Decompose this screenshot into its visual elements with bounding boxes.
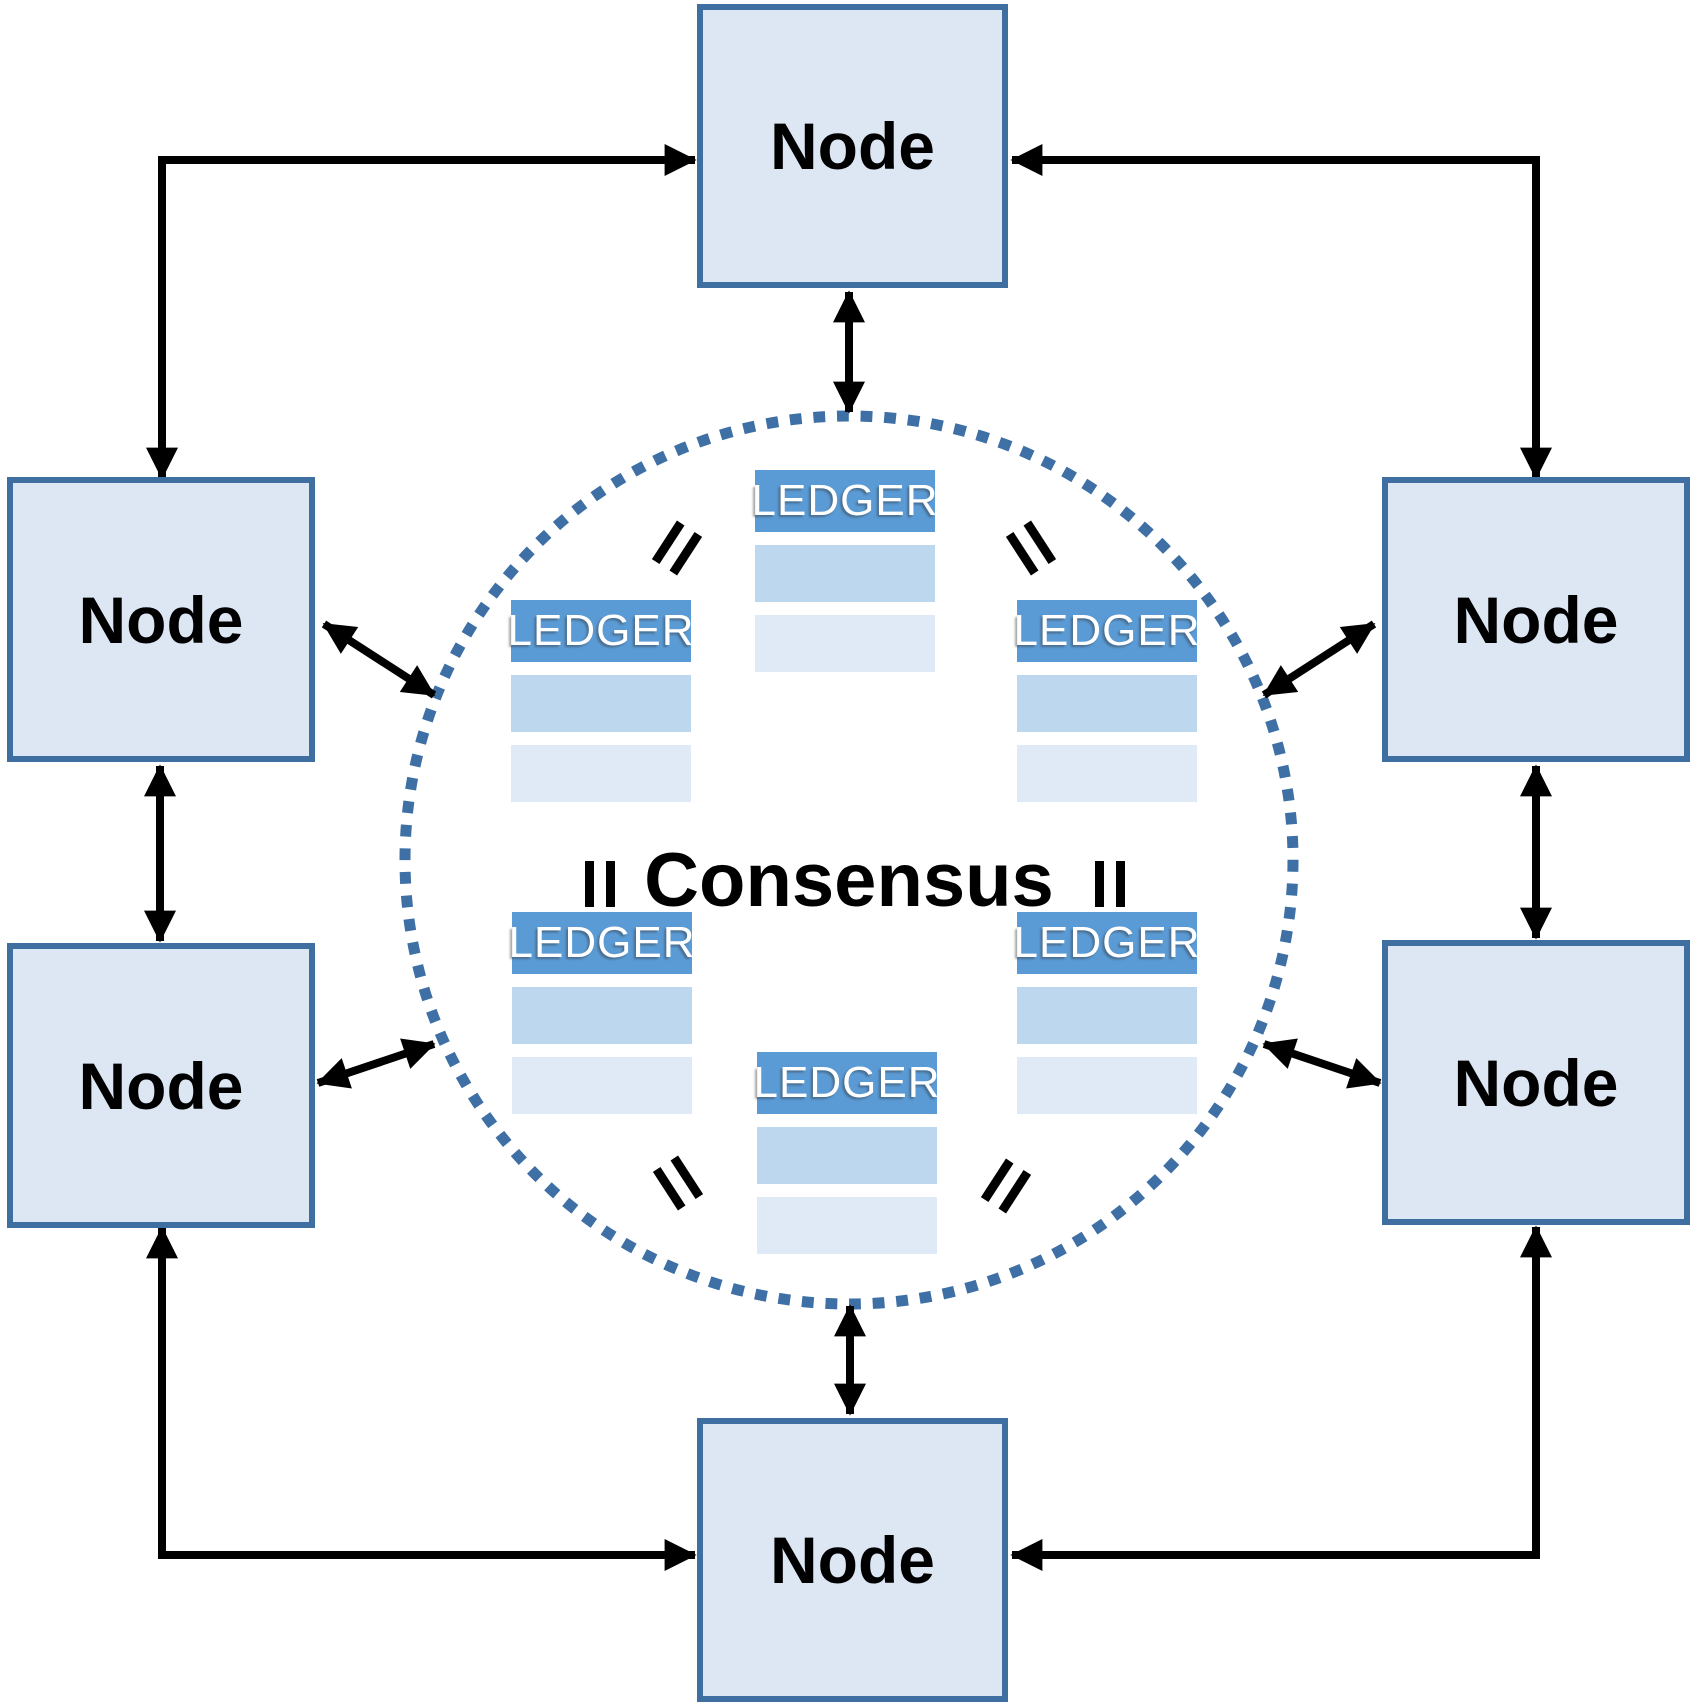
node-box-top: Node (697, 4, 1008, 288)
ledger-row (755, 615, 935, 672)
ledger-title: LEDGER (508, 918, 696, 967)
ledger-title: LEDGER (1013, 606, 1201, 655)
ledger-header: LEDGER (509, 912, 694, 974)
ledger-row (1017, 675, 1197, 732)
ledger-table-upper-right: LEDGER (1014, 600, 1199, 815)
ledger-row (1017, 1057, 1197, 1114)
ledger-table-lower-right: LEDGER (1014, 912, 1199, 1127)
ledger-row (511, 675, 691, 732)
ledger-title: LEDGER (1013, 918, 1201, 967)
ledger-table-lower-left: LEDGER (509, 912, 694, 1127)
arrow-top-left-corner (146, 144, 697, 480)
ledger-table-bottom-center: LEDGER (754, 1052, 939, 1267)
arrow-lower-left-node-to-circle (316, 1038, 436, 1089)
arrow-bottom-right-corner (1010, 1225, 1552, 1571)
ledger-header: LEDGER (752, 470, 937, 532)
ledger-header: LEDGER (1014, 600, 1199, 662)
ledger-row (512, 1057, 692, 1114)
consensus-label: Consensus (644, 838, 1054, 923)
node-label: Node (770, 1523, 935, 1597)
arrow-bottom-left-corner (146, 1226, 697, 1571)
arrow-upper-left-node-to-circle (321, 620, 437, 699)
ledger-row (757, 1197, 937, 1254)
node-label: Node (78, 582, 244, 657)
ledger-title: LEDGER (507, 606, 695, 655)
ledger-title: LEDGER (751, 476, 939, 525)
ledger-row (757, 1127, 937, 1184)
arrow-lower-right-node-to-circle (1262, 1038, 1382, 1089)
ledger-row (512, 987, 692, 1044)
node-box-lower-right: Node (1382, 940, 1690, 1225)
node-box-upper-right: Node (1382, 477, 1690, 762)
ledger-table-upper-left: LEDGER (508, 600, 693, 815)
arrow-top-right-corner (1010, 144, 1552, 480)
ledger-table-top-center: LEDGER (752, 470, 937, 685)
node-box-bottom: Node (697, 1418, 1008, 1702)
ledger-row (755, 545, 935, 602)
node-label: Node (78, 1048, 244, 1123)
consensus-circle-border (399, 410, 1299, 1310)
node-label: Node (1453, 1045, 1619, 1120)
arrow-upper-right-node-to-circle (1261, 620, 1377, 699)
ledger-title: LEDGER (753, 1058, 941, 1107)
ledger-header: LEDGER (754, 1052, 939, 1114)
ledger-row (1017, 745, 1197, 802)
ledger-header: LEDGER (1014, 912, 1199, 974)
node-box-upper-left: Node (7, 477, 315, 762)
ledger-header: LEDGER (508, 600, 693, 662)
node-label: Node (1453, 582, 1619, 657)
ledger-row (1017, 987, 1197, 1044)
node-label: Node (770, 109, 935, 183)
ledger-row (511, 745, 691, 802)
node-box-lower-left: Node (7, 943, 315, 1228)
